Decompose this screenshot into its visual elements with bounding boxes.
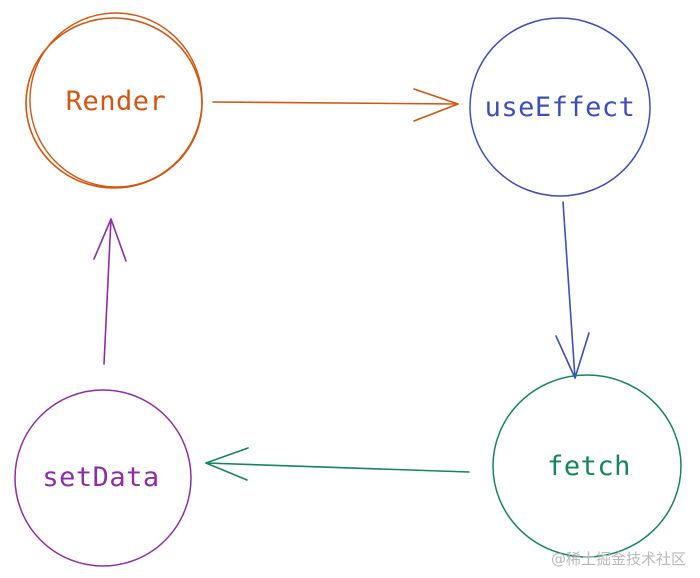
arrow-fetch-to-setdata bbox=[205, 447, 470, 481]
arrow-render-to-useeffect bbox=[212, 88, 459, 122]
node-setdata: setData bbox=[14, 389, 192, 567]
setdata-label: setData bbox=[42, 462, 159, 493]
node-fetch: fetch bbox=[492, 374, 682, 558]
fetch-label: fetch bbox=[547, 451, 631, 482]
watermark: @稀土掘金技术社区 bbox=[550, 550, 686, 568]
node-useeffect: useEffect bbox=[469, 17, 651, 197]
render-circle-sketch bbox=[29, 12, 203, 188]
node-render: Render bbox=[25, 12, 203, 189]
arrow-setdata-to-render bbox=[93, 218, 127, 365]
useeffect-label: useEffect bbox=[485, 92, 636, 123]
render-label: Render bbox=[66, 86, 167, 117]
useeffect-circle bbox=[469, 17, 651, 197]
fetch-circle bbox=[492, 374, 682, 558]
arrow-useeffect-to-fetch bbox=[555, 201, 590, 379]
setdata-circle bbox=[14, 389, 192, 567]
